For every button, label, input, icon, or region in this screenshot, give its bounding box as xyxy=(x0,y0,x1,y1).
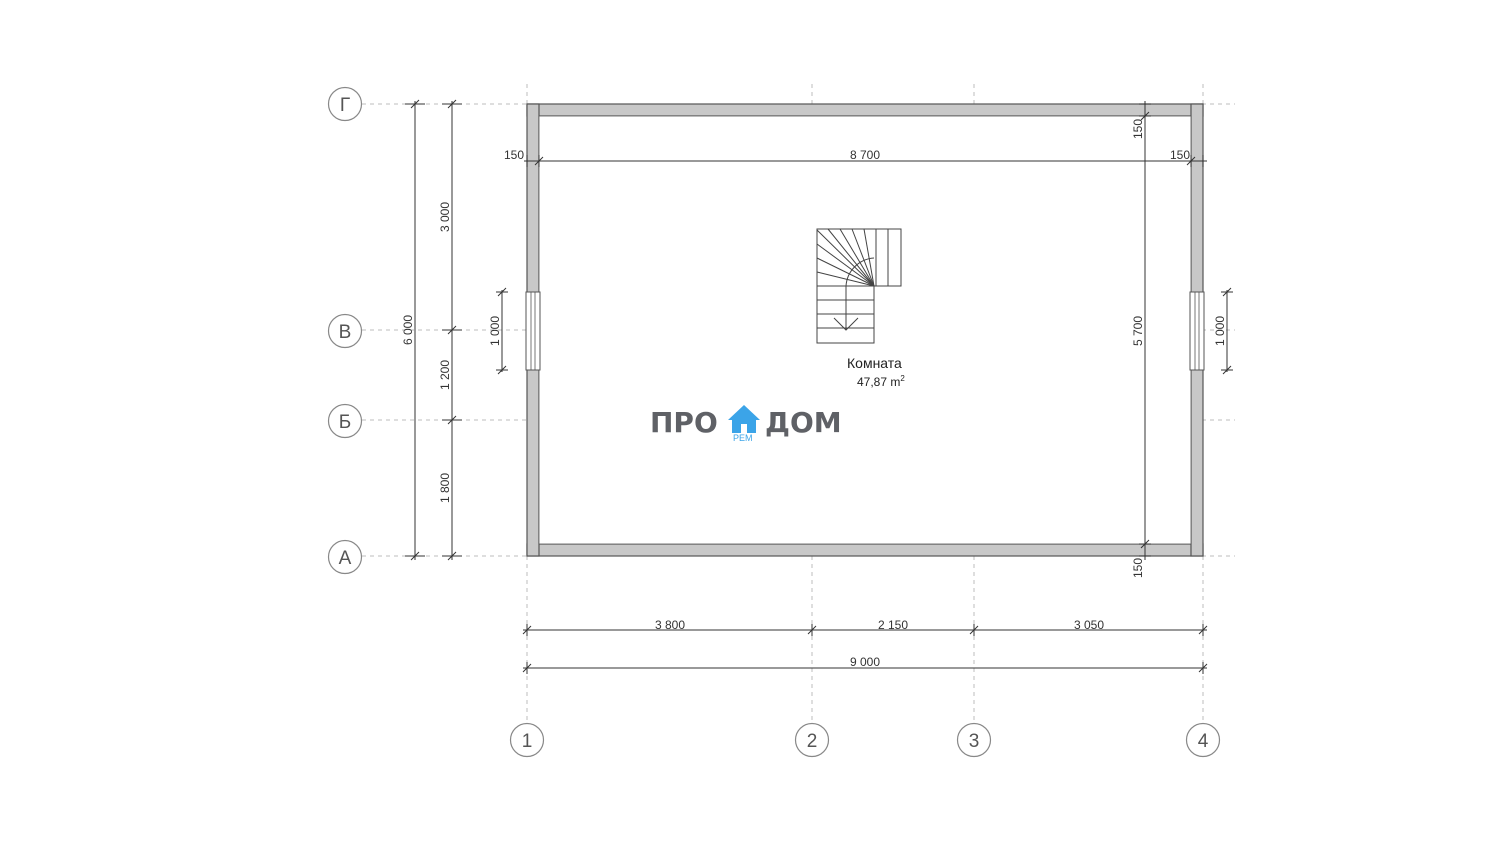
svg-text:3: 3 xyxy=(969,731,980,752)
svg-text:Г: Г xyxy=(340,95,350,116)
dimension-labels: 6 000 3 000 1 200 1 800 1 000 1 000 5 70… xyxy=(401,119,1227,669)
svg-text:Б: Б xyxy=(339,412,351,433)
dim-bottom-seg-2: 2 150 xyxy=(878,618,908,632)
dim-bottom-seg-3: 3 050 xyxy=(1074,618,1104,632)
axis-marker-row-v: В xyxy=(327,313,363,349)
dim-wall-left: 150 xyxy=(504,148,524,162)
window-left xyxy=(525,291,541,371)
axis-marker-row-a: А xyxy=(327,539,363,575)
dim-inner-height: 5 700 xyxy=(1131,316,1145,346)
axis-markers: Г В Б А 1 2 3 4 xyxy=(327,86,1221,758)
dim-window-left: 1 000 xyxy=(488,316,502,346)
svg-text:ДОМ: ДОМ xyxy=(765,406,842,439)
dim-inner-width: 8 700 xyxy=(850,148,880,162)
axis-marker-col-3: 3 xyxy=(956,722,992,758)
axis-marker-col-2: 2 xyxy=(794,722,830,758)
dim-left-seg-3: 1 800 xyxy=(438,473,452,503)
svg-text:В: В xyxy=(339,322,352,343)
logo: ПРО РЕМ ДОМ xyxy=(650,405,842,443)
dim-bottom-total: 9 000 xyxy=(850,655,880,669)
dim-wall-bottom: 150 xyxy=(1131,558,1145,578)
svg-text:ПРО: ПРО xyxy=(650,406,718,439)
dim-left-total: 6 000 xyxy=(401,315,415,345)
dim-window-right: 1 000 xyxy=(1213,316,1227,346)
arrow-down-icon xyxy=(833,317,859,331)
axis-marker-col-1: 1 xyxy=(509,722,545,758)
svg-text:4: 4 xyxy=(1198,731,1209,752)
staircase xyxy=(816,228,902,344)
room-name: Комната xyxy=(847,355,902,371)
dim-wall-right: 150 xyxy=(1170,148,1190,162)
axis-marker-row-g: Г xyxy=(327,86,363,122)
window-right xyxy=(1189,291,1205,371)
wall-top xyxy=(526,103,1204,117)
dim-left-seg-1: 3 000 xyxy=(438,202,452,232)
axis-marker-col-4: 4 xyxy=(1185,722,1221,758)
dim-left-seg-2: 1 200 xyxy=(438,360,452,390)
svg-text:2: 2 xyxy=(807,731,818,752)
wall-bottom xyxy=(526,543,1204,557)
svg-text:1: 1 xyxy=(522,731,533,752)
house-icon xyxy=(728,405,760,433)
dimension-lines xyxy=(405,99,1233,674)
room-area: 47,87 m2 xyxy=(857,374,905,389)
dim-bottom-seg-1: 3 800 xyxy=(655,618,685,632)
svg-text:А: А xyxy=(339,548,352,569)
windows xyxy=(525,291,1205,371)
axis-marker-row-b: Б xyxy=(327,403,363,439)
dim-wall-top: 150 xyxy=(1131,119,1145,139)
svg-text:РЕМ: РЕМ xyxy=(733,433,753,443)
